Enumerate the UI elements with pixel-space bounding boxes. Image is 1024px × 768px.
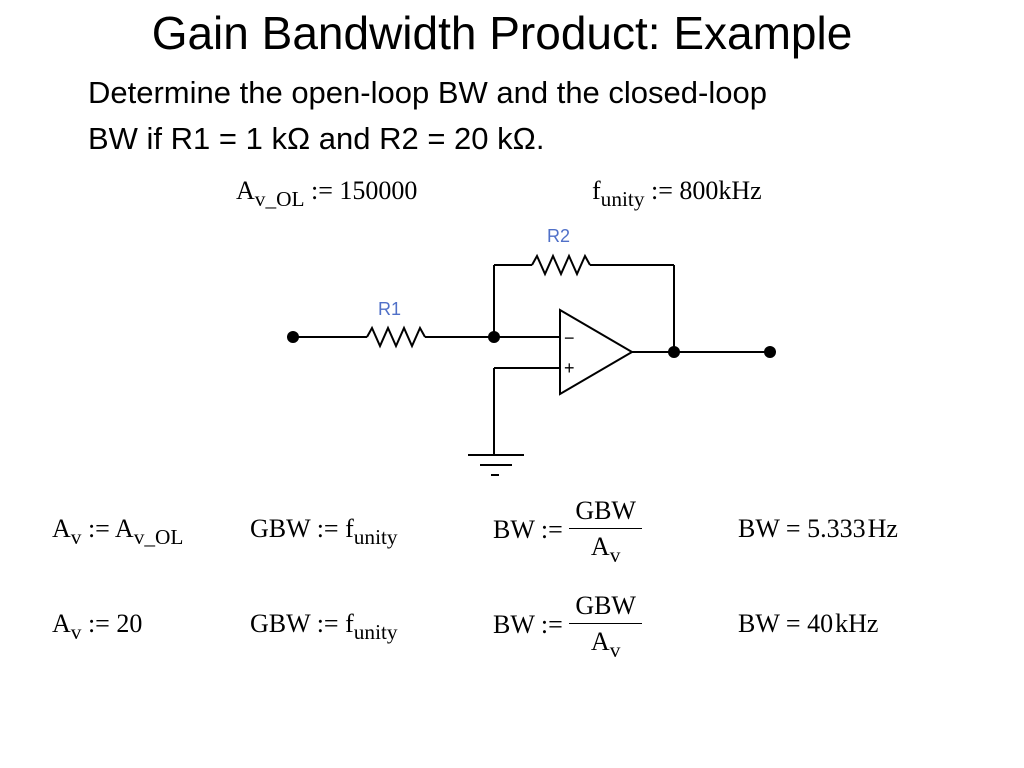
problem-line-1: Determine the open-loop BW and the close… bbox=[88, 75, 767, 110]
r1-resistor bbox=[366, 325, 426, 349]
op-amp-triangle bbox=[559, 308, 634, 396]
row2-bw-numerator: GBW bbox=[569, 589, 642, 624]
row2-gbw-lhs: GBW := bbox=[250, 609, 339, 638]
row1-result-unit: Hz bbox=[867, 514, 898, 543]
av-ol-value: := 150000 bbox=[311, 176, 418, 205]
row1-assign: := bbox=[87, 514, 110, 543]
inverting-amplifier-schematic: R1 R2 − + bbox=[287, 226, 776, 476]
row1-bw-numerator: GBW bbox=[569, 494, 642, 529]
r2-label: R2 bbox=[547, 226, 570, 246]
inverting-node bbox=[488, 331, 500, 343]
row1-bw-formula: BW := GBW Av bbox=[493, 494, 642, 567]
row2-bw-formula: BW := GBW Av bbox=[493, 589, 642, 662]
funity-subscript: unity bbox=[600, 186, 645, 211]
row1-gbw-lhs: GBW := bbox=[250, 514, 339, 543]
problem-line-2: BW if R1 = 1 kΩ and R2 = 20 kΩ. bbox=[88, 121, 545, 156]
row2-av-subscript: v bbox=[70, 619, 82, 644]
given-open-loop-gain: Av_OL := 150000 bbox=[236, 176, 418, 211]
funity-symbol: f bbox=[592, 176, 601, 205]
row2-bw-lhs: BW := bbox=[493, 610, 563, 639]
row2-gbw-definition: GBW := funity bbox=[250, 609, 398, 644]
row1-gbw-definition: GBW := funity bbox=[250, 514, 398, 549]
row2-assign: := bbox=[87, 609, 110, 638]
row2-bw-den-symbol: A bbox=[590, 627, 610, 656]
row1-av-symbol: A bbox=[52, 514, 71, 543]
r1-label: R1 bbox=[378, 299, 401, 319]
output-node bbox=[668, 346, 680, 358]
row1-bw-den-symbol: A bbox=[590, 532, 610, 561]
noninverting-sign: + bbox=[564, 358, 575, 378]
r2-resistor bbox=[531, 253, 591, 277]
row2-result-unit: kHz bbox=[835, 609, 879, 638]
row1-av-rhs: A bbox=[114, 514, 134, 543]
av-ol-subscript: v_OL bbox=[254, 186, 305, 211]
row2-av-symbol: A bbox=[52, 609, 71, 638]
row1-result-lhs: BW = bbox=[738, 514, 801, 543]
row1-bw-fraction: GBW Av bbox=[569, 494, 642, 567]
inverting-sign: − bbox=[564, 328, 575, 348]
row1-result-value: 5.333 bbox=[807, 514, 866, 543]
row2-bw-den-subscript: v bbox=[609, 637, 621, 662]
given-unity-frequency: funity := 800kHz bbox=[592, 176, 762, 211]
row1-gbw-rhs-subscript: unity bbox=[353, 524, 398, 549]
funity-value: := 800kHz bbox=[650, 176, 762, 205]
row2-bw-fraction: GBW Av bbox=[569, 589, 642, 662]
row1-av-rhs-subscript: v_OL bbox=[133, 524, 184, 549]
row2-gbw-rhs-subscript: unity bbox=[353, 619, 398, 644]
row2-result-value: 40 bbox=[807, 609, 834, 638]
row2-gain-definition: Av := 20 bbox=[52, 609, 143, 644]
av-ol-symbol: A bbox=[236, 176, 255, 205]
row1-av-subscript: v bbox=[70, 524, 82, 549]
problem-statement: Determine the open-loop BW and the close… bbox=[88, 70, 948, 162]
slide-title: Gain Bandwidth Product: Example bbox=[151, 7, 853, 59]
row2-bw-result: BW = 40kHz bbox=[738, 609, 878, 639]
row1-bw-den-subscript: v bbox=[609, 542, 621, 567]
row1-bw-denominator: Av bbox=[569, 529, 642, 567]
row2-result-lhs: BW = bbox=[738, 609, 801, 638]
row1-gain-definition: Av := Av_OL bbox=[52, 514, 183, 549]
output-terminal bbox=[764, 346, 776, 358]
row2-av-rhs-value: 20 bbox=[116, 609, 143, 638]
row1-bw-result: BW = 5.333Hz bbox=[738, 514, 898, 544]
row1-gbw-rhs: f bbox=[345, 514, 354, 543]
row2-bw-denominator: Av bbox=[569, 624, 642, 662]
input-terminal bbox=[287, 331, 299, 343]
row2-gbw-rhs: f bbox=[345, 609, 354, 638]
row1-bw-lhs: BW := bbox=[493, 515, 563, 544]
